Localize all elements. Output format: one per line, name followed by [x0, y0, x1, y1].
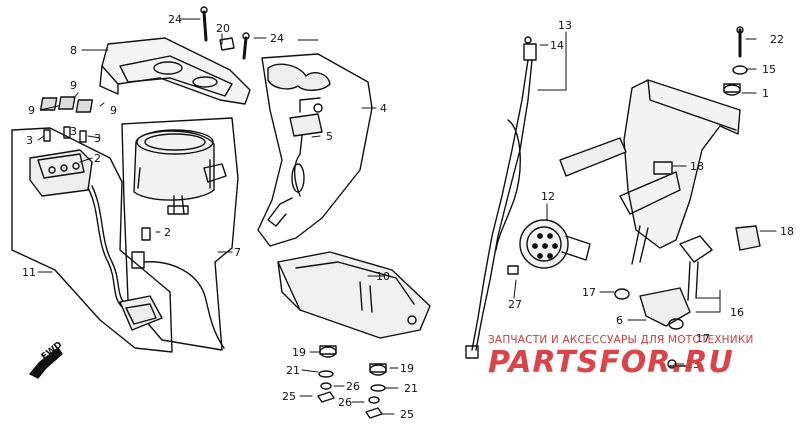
meter-bracket — [559, 79, 741, 301]
label-24-top: 24 — [168, 13, 182, 26]
label-21-right: 21 — [404, 382, 418, 395]
label-19-right: 19 — [400, 362, 414, 375]
label-18-center: 18 — [690, 160, 704, 173]
label-14: 14 — [550, 39, 564, 52]
label-10: 10 — [376, 270, 390, 283]
speedometer — [133, 129, 227, 215]
bracket-bolt — [723, 26, 748, 96]
forward-arrow-icon — [29, 347, 63, 379]
label-16: 16 — [730, 306, 744, 319]
label-17-right: 17 — [696, 332, 710, 345]
speedometer-cable — [465, 36, 537, 359]
leader-lines — [37, 18, 777, 415]
label-25-right: 25 — [400, 408, 414, 421]
watermark-tagline: ЗАПЧАСТИ И АКСЕССУАРЫ ДЛЯ МОТОТЕХНИКИ — [488, 334, 754, 346]
nut-set — [320, 382, 380, 404]
storage-tray — [277, 251, 431, 339]
meter-case-cover — [99, 37, 251, 105]
part-number-labels: 24 20 24 8 9 9 9 3 3 3 2 11 2 7 4 5 10 1… — [22, 13, 794, 421]
washer-set — [318, 370, 386, 392]
label-8: 8 — [70, 44, 77, 57]
label-7: 7 — [234, 246, 241, 259]
label-9-top: 9 — [70, 79, 77, 92]
wiring-panel-outline — [11, 127, 173, 353]
label-13: 13 — [558, 19, 572, 32]
ignition-switch — [267, 63, 331, 227]
label-11: 11 — [22, 266, 36, 279]
label-2-center: 2 — [164, 226, 171, 239]
label-5: 5 — [326, 130, 333, 143]
label-22: 22 — [770, 33, 784, 46]
bulb-group — [43, 126, 87, 143]
label-17-left: 17 — [582, 286, 596, 299]
label-4: 4 — [380, 102, 387, 115]
label-12: 12 — [541, 190, 555, 203]
socket-part — [141, 227, 151, 241]
label-9-right: 9 — [110, 104, 117, 117]
watermark-logo: PARTSFOR.RU — [488, 345, 734, 380]
label-2-left: 2 — [94, 152, 101, 165]
meter-lead-wire — [131, 251, 225, 349]
horn-bolt — [507, 265, 519, 275]
mounting-stay — [614, 287, 691, 369]
label-3-right: 3 — [94, 132, 101, 145]
ignition-panel-outline — [257, 53, 373, 247]
label-26-bottom: 26 — [338, 396, 352, 409]
label-15: 15 — [762, 63, 776, 76]
label-9-left: 9 — [28, 104, 35, 117]
label-6: 6 — [616, 314, 623, 327]
meter-panel-outline — [121, 117, 239, 351]
bracket-block — [735, 225, 761, 251]
label-23: 23 — [686, 358, 700, 371]
label-1: 1 — [762, 87, 769, 100]
label-26-top: 26 — [346, 380, 360, 393]
wire-harness — [87, 185, 163, 331]
label-3-left: 3 — [26, 134, 33, 147]
label-19-left: 19 — [292, 346, 306, 359]
label-3-mid: 3 — [70, 125, 77, 138]
label-20: 20 — [216, 22, 230, 35]
top-screw-set — [200, 6, 250, 60]
indicator-lens-group — [39, 96, 94, 113]
horn — [519, 219, 591, 269]
indicator-housing — [29, 149, 93, 197]
label-27: 27 — [508, 298, 522, 311]
label-18-right: 18 — [780, 225, 794, 238]
grommet-set — [319, 345, 387, 376]
label-25-left: 25 — [282, 390, 296, 403]
label-21-left: 21 — [286, 364, 300, 377]
label-24-right: 24 — [270, 32, 284, 45]
